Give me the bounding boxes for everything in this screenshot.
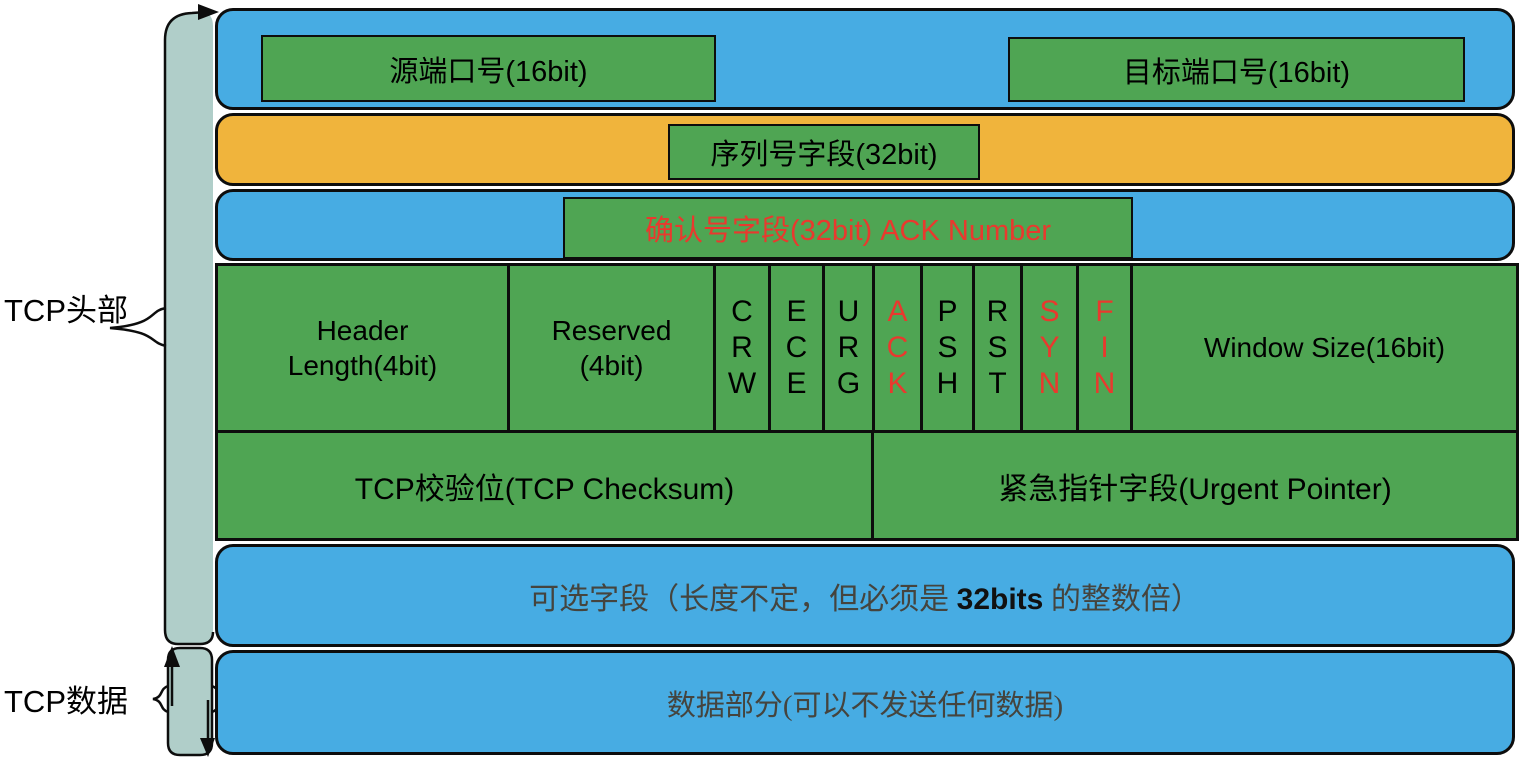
- row-ports: 源端口号(16bit) 目标端口号(16bit): [215, 8, 1515, 110]
- flag-ack-label: A C K: [886, 295, 909, 400]
- options-text-post: 的整数倍）: [1043, 582, 1201, 616]
- flag-rst-label: R S T: [986, 295, 1009, 400]
- options-text-bits: 32bits: [956, 582, 1044, 616]
- source-port-box: 源端口号(16bit): [261, 35, 716, 102]
- data-section-label: 数据部分(可以不发送任何数据): [666, 689, 1064, 722]
- flag-cell-ece: E C E: [771, 266, 825, 430]
- urgent-pointer-cell: 紧急指针字段(Urgent Pointer): [874, 433, 1516, 538]
- tcp-data-brace-left: [152, 684, 169, 714]
- flag-ece-label: E C E: [785, 295, 808, 400]
- row-header-fields: Header Length(4bit) Reserved (4bit) C R …: [215, 263, 1519, 541]
- tcp-header-bar-outline: [163, 10, 215, 646]
- checksum-cell: TCP校验位(TCP Checksum): [218, 433, 874, 538]
- flag-cell-urg: U R G: [825, 266, 875, 430]
- header-length-label: Header Length(4bit): [287, 315, 438, 381]
- source-port-label: 源端口号(16bit): [389, 55, 588, 88]
- tcp-data-label: TCP数据: [4, 684, 128, 719]
- reserved-cell: Reserved (4bit): [510, 266, 716, 430]
- urgent-pointer-label: 紧急指针字段(Urgent Pointer): [998, 472, 1392, 506]
- header-length-cell: Header Length(4bit): [218, 266, 510, 430]
- flag-psh-label: P S H: [936, 295, 959, 400]
- flag-syn-label: S Y N: [1038, 295, 1061, 400]
- row-data: 数据部分(可以不发送任何数据): [215, 650, 1515, 755]
- flag-cell-cwr: C R W: [716, 266, 771, 430]
- ack-label: 确认号字段(32bit) ACK Number: [644, 215, 1052, 247]
- sequence-box: 序列号字段(32bit): [668, 124, 980, 180]
- checksum-label: TCP校验位(TCP Checksum): [354, 472, 735, 506]
- bracket-gutter: [109, 4, 228, 757]
- tcp-header-brace: [109, 306, 167, 348]
- flag-cell-ack: A C K: [875, 266, 923, 430]
- header-fields-row: Header Length(4bit) Reserved (4bit) C R …: [218, 266, 1516, 433]
- row-options: 可选字段（长度不定，但必须是 32bits 的整数倍）: [215, 544, 1515, 647]
- ack-box: 确认号字段(32bit) ACK Number: [563, 197, 1133, 259]
- tcp-header-bar: [165, 13, 213, 644]
- flag-cell-syn: S Y N: [1023, 266, 1079, 430]
- dest-port-label: 目标端口号(16bit): [1122, 56, 1351, 89]
- options-text-pre: 可选字段（长度不定，但必须是: [529, 582, 957, 616]
- flag-cell-fin: F I N: [1079, 266, 1133, 430]
- flag-fin-label: F I N: [1093, 295, 1116, 400]
- dest-port-box: 目标端口号(16bit): [1008, 37, 1465, 102]
- arrow-up-icon: [164, 646, 180, 667]
- reserved-label: Reserved (4bit): [551, 315, 672, 381]
- flag-urg-label: U R G: [836, 295, 861, 400]
- row-sequence: 序列号字段(32bit): [215, 113, 1515, 186]
- flag-cell-psh: P S H: [923, 266, 975, 430]
- arrow-down-icon: [200, 738, 215, 757]
- sequence-label: 序列号字段(32bit): [710, 139, 938, 171]
- window-size-cell: Window Size(16bit): [1133, 266, 1516, 430]
- flag-cwr-label: C R W: [727, 295, 757, 400]
- row-ack: 确认号字段(32bit) ACK Number: [215, 189, 1515, 261]
- tcp-header-label: TCP头部: [4, 293, 128, 328]
- options-label: 可选字段（长度不定，但必须是 32bits 的整数倍）: [529, 574, 1201, 618]
- flag-cell-rst: R S T: [975, 266, 1023, 430]
- checksum-row: TCP校验位(TCP Checksum) 紧急指针字段(Urgent Point…: [218, 433, 1516, 538]
- tcp-data-bracket: [152, 646, 228, 757]
- arrow-up-right-icon: [198, 4, 219, 20]
- window-size-label: Window Size(16bit): [1203, 332, 1446, 363]
- tcp-header-bracket: [109, 4, 219, 646]
